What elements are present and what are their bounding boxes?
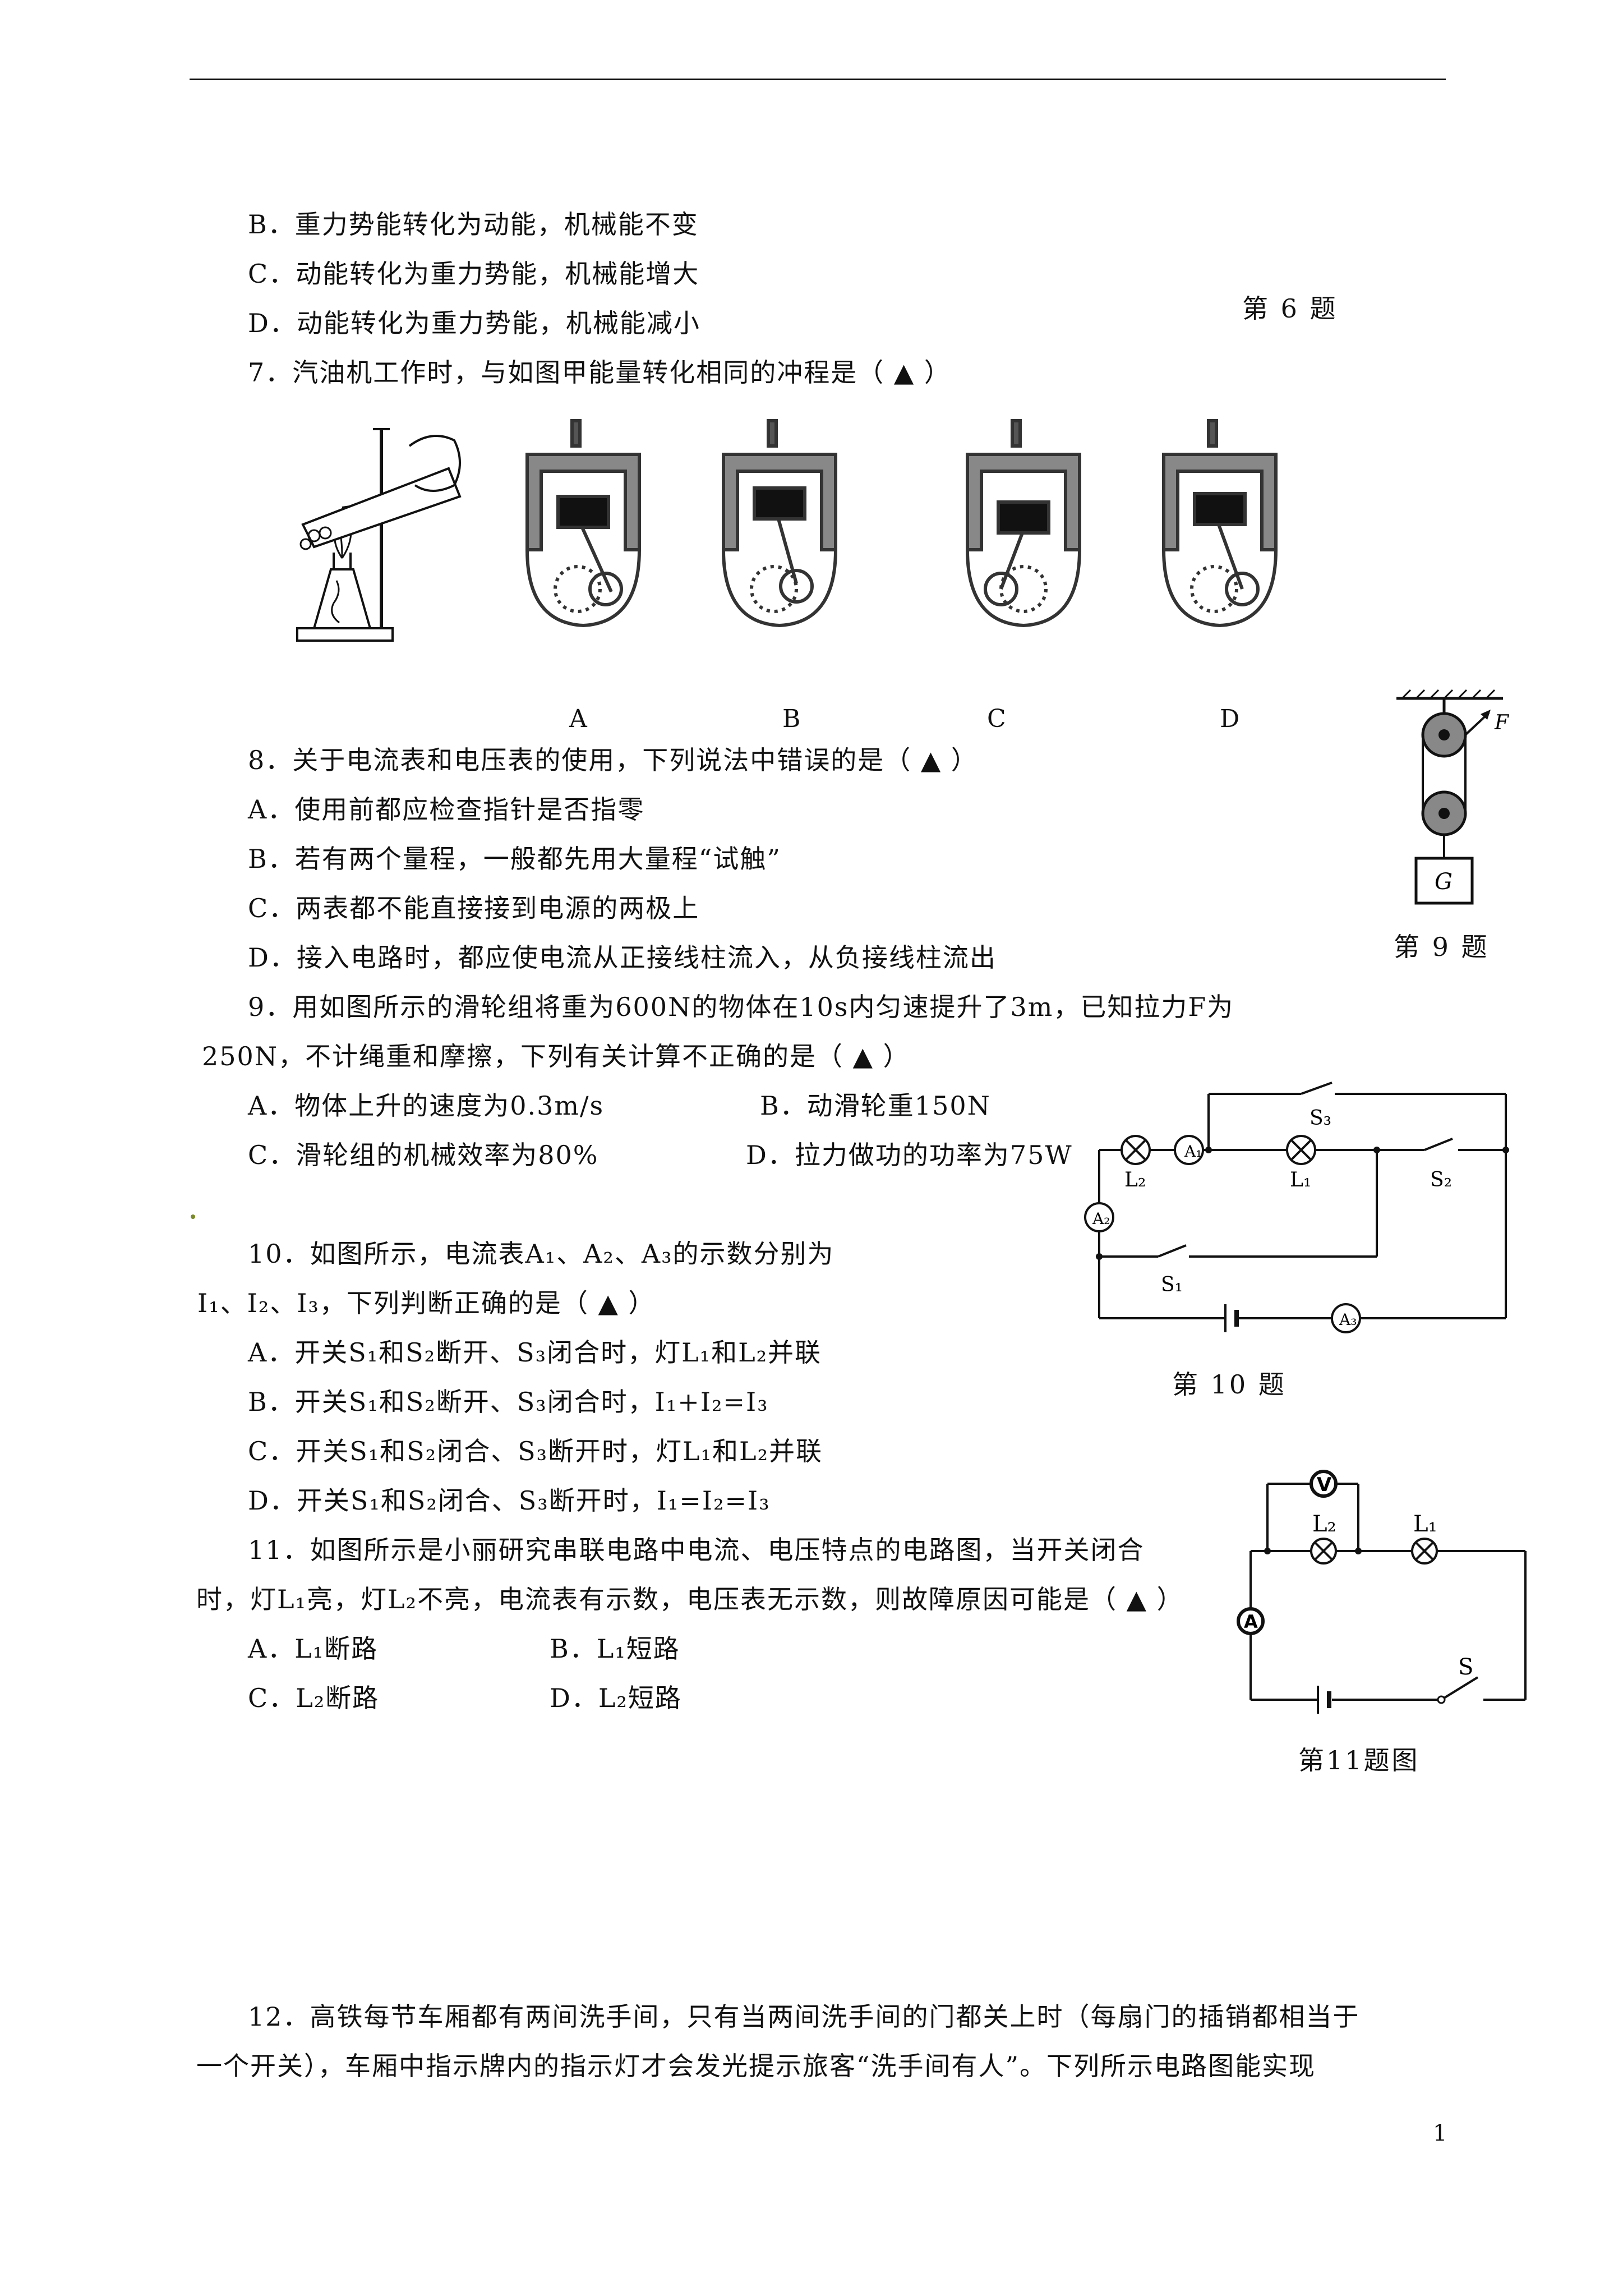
- page-number: 1: [1433, 2120, 1447, 2146]
- q11-circuit-figure: V A L₂ L₁ S: [1237, 1470, 1527, 1714]
- q8-option-b: B．若有两个量程，一般都先用大量程“试触”: [248, 844, 781, 874]
- q11-label-v: V: [1317, 1474, 1332, 1496]
- q8-option-c: C．两表都不能直接接到电源的两极上: [248, 893, 700, 923]
- q9-stem-line1: 9．用如图所示的滑轮组将重为600N的物体在10s内匀速提升了3m，已知拉力F为: [248, 992, 1234, 1022]
- q11-option-d: D．L₂短路: [550, 1683, 682, 1713]
- q7-apparatus-figure: [296, 428, 462, 642]
- q6-caption: 第 6 题: [1242, 293, 1338, 324]
- engine-label-a: A: [569, 705, 587, 733]
- engine-label-b: B: [782, 705, 801, 733]
- q10-label-l1: L₁: [1290, 1168, 1311, 1191]
- q12-line1: 12．高铁每节车厢都有两间洗手间，只有当两间洗手间的门都关上时（每扇门的插销都相…: [248, 2001, 1360, 2032]
- engine-c-figure: [966, 419, 1081, 628]
- q10-label-l2: L₂: [1124, 1168, 1146, 1191]
- q11-option-c: C．L₂断路: [248, 1683, 380, 1713]
- q10-circuit-figure: A₁ A₂ A₃ S₃ L₂ L₁ S₂ S₁: [1084, 1082, 1509, 1333]
- q10-label-a2: A₂: [1092, 1209, 1110, 1228]
- pulley-weight-label: G: [1435, 869, 1453, 895]
- q10-option-c: C．开关S₁和S₂闭合、S₃断开时，灯L₁和L₂并联: [248, 1436, 823, 1466]
- q8-stem: 8．关于电流表和电压表的使用，下列说法中错误的是（ ▲ ）: [248, 745, 978, 775]
- q11-label-l2: L₂: [1312, 1511, 1336, 1537]
- q6-option-c: C．动能转化为重力势能，机械能增大: [248, 259, 700, 289]
- q10-label-s2: S₂: [1430, 1168, 1452, 1191]
- q12-line2: 一个开关），车厢中指示牌内的指示灯才会发光提示旅客“洗手间有人”。下列所示电路图…: [196, 2051, 1316, 2081]
- q6-option-b: B．重力势能转化为动能，机械能不变: [248, 209, 699, 240]
- pulley-force-label: F: [1494, 711, 1510, 734]
- engine-a-figure: [525, 419, 641, 628]
- engine-d-figure: [1162, 419, 1278, 628]
- pulley-figure: F G: [1396, 689, 1510, 905]
- q11-stem-line2: 时，灯L₁亮，灯L₂不亮，电流表有示数，电压表无示数，则故障原因可能是（ ▲ ）: [196, 1584, 1184, 1614]
- q10-option-b: B．开关S₁和S₂断开、S₃闭合时，I₁+I₂=I₃: [248, 1387, 769, 1417]
- q10-caption: 第 10 题: [1172, 1369, 1287, 1400]
- q11-label-s: S: [1458, 1654, 1473, 1680]
- q11-label-l1: L₁: [1413, 1511, 1437, 1537]
- engine-b-figure: [722, 419, 837, 628]
- q8-option-a: A．使用前都应检查指针是否指零: [248, 794, 645, 825]
- q10-option-d: D．开关S₁和S₂闭合、S₃断开时，I₁=I₂=I₃: [248, 1485, 771, 1516]
- q11-option-b: B．L₁短路: [550, 1634, 680, 1664]
- q10-label-s1: S₁: [1161, 1273, 1183, 1296]
- q11-option-a: A．L₁断路: [248, 1634, 379, 1664]
- q9-caption: 第 9 题: [1394, 932, 1490, 962]
- q9-option-a: A．物体上升的速度为0.3m/s: [248, 1091, 605, 1121]
- q10-label-a3: A₃: [1339, 1310, 1357, 1329]
- q10-label-a1: A₁: [1184, 1142, 1202, 1161]
- q10-option-a: A．开关S₁和S₂断开、S₃闭合时，灯L₁和L₂并联: [248, 1337, 822, 1368]
- q11-stem-line1: 11．如图所示是小丽研究串联电路中电流、电压特点的电路图，当开关闭合: [248, 1535, 1145, 1565]
- q11-caption: 第11题图: [1298, 1745, 1420, 1775]
- q8-option-d: D．接入电路时，都应使电流从正接线柱流入，从负接线柱流出: [248, 942, 997, 973]
- q9-option-c: C．滑轮组的机械效率为80%: [248, 1140, 599, 1170]
- q9-stem-line2: 250N，不计绳重和摩擦，下列有关计算不正确的是（ ▲ ）: [202, 1041, 910, 1071]
- header-rule: [190, 79, 1446, 80]
- q7-stem: 7．汽油机工作时，与如图甲能量转化相同的冲程是（ ▲ ）: [248, 357, 951, 388]
- stray-mark: [191, 1214, 195, 1219]
- engine-label-c: C: [987, 705, 1006, 733]
- q11-label-a: A: [1244, 1611, 1258, 1632]
- q9-option-b: B．动滑轮重150N: [760, 1091, 991, 1121]
- q10-stem-line2: I₁、I₂、I₃，下列判断正确的是（ ▲ ）: [197, 1288, 656, 1318]
- q9-option-d: D．拉力做功的功率为75W: [746, 1140, 1073, 1170]
- engine-label-d: D: [1220, 705, 1240, 733]
- q6-option-d: D．动能转化为重力势能，机械能减小: [248, 308, 700, 338]
- q10-label-s3: S₃: [1310, 1107, 1331, 1130]
- q10-stem-line1: 10．如图所示，电流表A₁、A₂、A₃的示数分别为: [248, 1239, 834, 1269]
